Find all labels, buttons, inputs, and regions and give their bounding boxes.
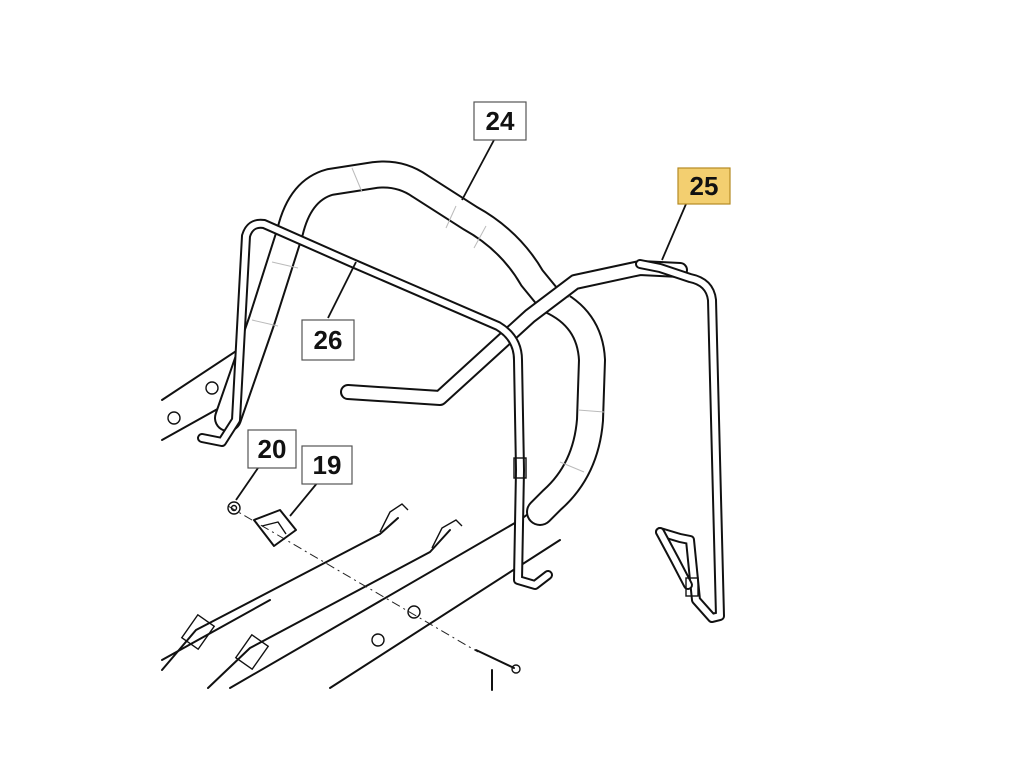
callout-26: 26 bbox=[301, 319, 355, 361]
leader-24 bbox=[461, 139, 495, 201]
callout-20-label: 20 bbox=[258, 434, 287, 464]
callout-25: 25 bbox=[677, 167, 731, 205]
callout-19-label: 19 bbox=[313, 450, 342, 480]
left-bail-wire bbox=[197, 218, 553, 590]
clamp-block-part bbox=[253, 509, 297, 547]
callout-24: 24 bbox=[473, 101, 527, 141]
upper-handle-tube bbox=[214, 160, 606, 526]
bolt-assembly bbox=[227, 505, 521, 691]
control-cables bbox=[161, 503, 463, 689]
callout-19: 19 bbox=[301, 445, 353, 485]
callout-26-label: 26 bbox=[314, 325, 343, 355]
callout-25-label: 25 bbox=[690, 171, 719, 201]
leader-25 bbox=[661, 203, 687, 261]
leader-26 bbox=[327, 261, 357, 319]
nut-part bbox=[227, 501, 241, 515]
callout-24-label: 24 bbox=[486, 106, 515, 136]
right-bail-wire bbox=[635, 259, 725, 623]
leader-19 bbox=[289, 481, 319, 517]
leader-20 bbox=[235, 467, 259, 501]
callout-20: 20 bbox=[247, 429, 297, 469]
lower-frame bbox=[161, 329, 561, 689]
